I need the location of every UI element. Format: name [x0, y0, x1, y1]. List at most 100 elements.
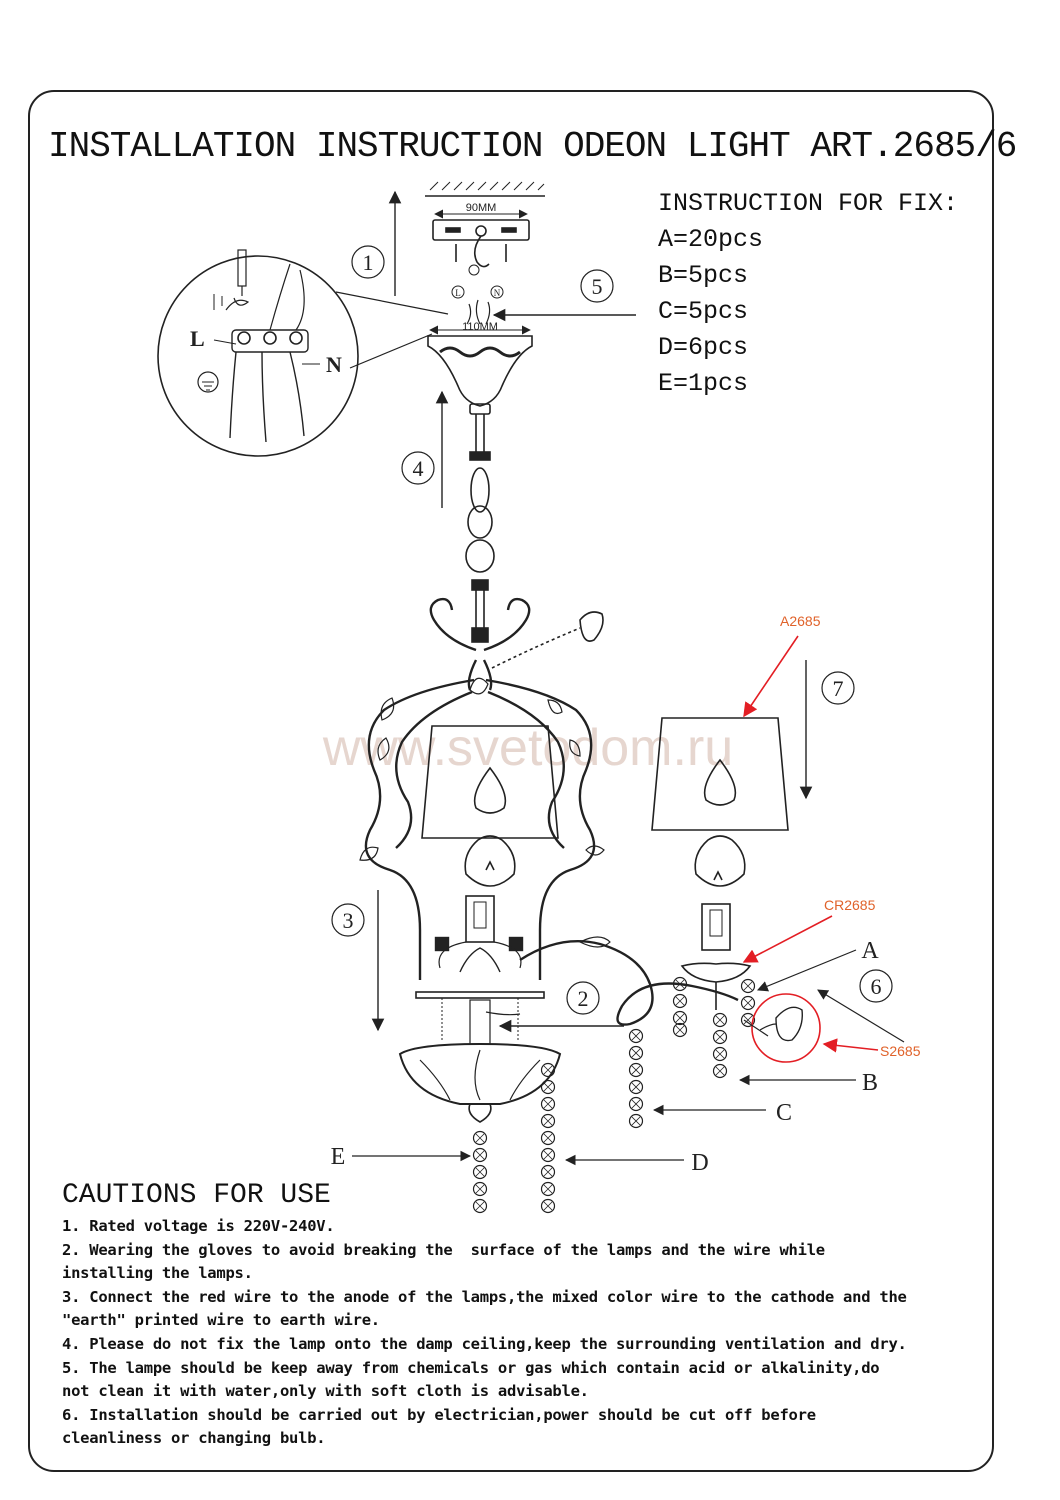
- crystal-bead: [712, 1012, 728, 1028]
- step3-circle: [331, 903, 365, 937]
- caution-item-4: 4. Please do not fix the lamp onto the d…: [62, 1334, 907, 1353]
- candle-cup-code-label: CR2685: [824, 897, 876, 913]
- crystal-facet: [475, 1150, 485, 1160]
- bowl: [398, 1042, 562, 1123]
- part-a-label: A: [861, 938, 879, 964]
- crystal-facet: [675, 1025, 685, 1035]
- part-a-arrow: [757, 949, 857, 992]
- crystal-bead: [540, 1130, 556, 1146]
- part-d-label: D: [691, 1150, 708, 1176]
- caution-item-5: 5. The lampe should be keep away from ch…: [62, 1358, 880, 1401]
- step6-number: 6: [871, 974, 882, 999]
- crown-scrolls: [429, 597, 531, 691]
- crystal-bead: [540, 1164, 556, 1180]
- crystal-facet: [631, 1065, 641, 1075]
- crystal-facet: [543, 1116, 553, 1126]
- crystal-facet: [543, 1184, 553, 1194]
- crystal-bead: [472, 1147, 488, 1163]
- crystal-facet: [715, 1015, 725, 1025]
- crystal-facet: [743, 1015, 753, 1025]
- crystal-bead: [540, 1147, 556, 1163]
- crystal-facet: [475, 1167, 485, 1177]
- crystal-bead: [472, 1164, 488, 1180]
- caution-item-1: 1. Rated voltage is 220V-240V.: [62, 1217, 335, 1235]
- crystal-bead: [712, 1063, 728, 1079]
- step1-circle: [351, 245, 385, 279]
- step7-number: 7: [833, 676, 844, 701]
- crystal-bead: [472, 1181, 488, 1197]
- candle-cup-code-arrow: [742, 915, 833, 963]
- crystal-bead: [472, 1198, 488, 1214]
- step2-number: 2: [578, 986, 589, 1011]
- wire-neutral-label: N: [494, 288, 501, 298]
- step4-circle: [401, 451, 435, 485]
- supply-wires: [451, 264, 504, 325]
- fix-item-c: C=5pcs: [658, 297, 749, 326]
- canopy-dimension: 110MM: [462, 321, 498, 333]
- crystal-bead: [628, 1096, 644, 1112]
- crystal-facet: [475, 1201, 485, 1211]
- crystal-facet: [543, 1150, 553, 1160]
- frame-leaves: [359, 677, 605, 861]
- leaf-detail: [743, 989, 905, 1063]
- crystal-facet: [543, 1099, 553, 1109]
- part-e-label: E: [331, 1144, 346, 1170]
- crystal-bead: [540, 1113, 556, 1129]
- wire-live-label: L: [455, 288, 461, 298]
- fix-item-a: A=20pcs: [658, 225, 764, 254]
- crystal-facet: [715, 1066, 725, 1076]
- plate-dimension: 90MM: [466, 202, 497, 214]
- document-frame: [28, 90, 994, 1472]
- crystal-bead: [628, 1062, 644, 1078]
- top-leaf: [491, 611, 604, 669]
- crystal-facet: [475, 1133, 485, 1143]
- crystal-bead: [628, 1113, 644, 1129]
- crystal-facet: [743, 998, 753, 1008]
- step3-number: 3: [343, 908, 354, 933]
- right-lamp: [651, 717, 789, 1010]
- crystal-facet: [543, 1167, 553, 1177]
- crystal-facet: [715, 1049, 725, 1059]
- ceiling: [425, 181, 545, 197]
- terminal-live-label: L: [190, 326, 205, 351]
- crystal-facet: [631, 1082, 641, 1092]
- crystal-facet: [631, 1048, 641, 1058]
- crystal-bead: [628, 1028, 644, 1044]
- crystal-facet: [743, 981, 753, 991]
- crystal-facet: [543, 1065, 553, 1075]
- crystal-facet: [631, 1116, 641, 1126]
- step4-number: 4: [413, 456, 424, 481]
- step7-circle: [821, 671, 855, 705]
- crystal-facet: [543, 1133, 553, 1143]
- crystal-bead: [672, 1010, 688, 1026]
- crystal-bead: [472, 1130, 488, 1146]
- fix-heading: INSTRUCTION FOR FIX:: [658, 189, 959, 218]
- shade-code-arrow: [743, 635, 799, 718]
- cautions-section: CAUTIONS FOR USE 1. Rated voltage is 220…: [62, 1180, 992, 1451]
- step6-circle: [859, 969, 893, 1003]
- leaf-code-label: S2685: [880, 1043, 921, 1059]
- crystal-bead: [712, 1046, 728, 1062]
- center-lamp: [421, 725, 559, 943]
- crystal-facet: [631, 1099, 641, 1109]
- cautions-heading: CAUTIONS FOR USE: [62, 1180, 331, 1211]
- crystal-bead: [540, 1096, 556, 1112]
- terminal-neutral-label: N: [326, 352, 342, 377]
- mounting-plate: [432, 209, 530, 268]
- caution-item-3: 3. Connect the red wire to the anode of …: [62, 1287, 907, 1330]
- main-frame: [364, 678, 596, 980]
- crystal-bead: [628, 1045, 644, 1061]
- canopy: [427, 325, 533, 415]
- fix-item-d: D=6pcs: [658, 333, 749, 362]
- caution-item-2: 2. Wearing the gloves to avoid breaking …: [62, 1240, 825, 1283]
- step5-circle: [580, 269, 614, 303]
- crystal-facet: [631, 1031, 641, 1041]
- right-arm: [519, 936, 739, 1026]
- crystal-bead: [672, 976, 688, 992]
- crystal-bead: [740, 1012, 756, 1028]
- page-title: INSTALLATION INSTRUCTION ODEON LIGHT ART…: [48, 126, 1017, 167]
- crystal-strings: [472, 976, 756, 1214]
- crystal-facet: [675, 1013, 685, 1023]
- crystal-bead: [712, 1029, 728, 1045]
- part-b-label: B: [862, 1070, 878, 1096]
